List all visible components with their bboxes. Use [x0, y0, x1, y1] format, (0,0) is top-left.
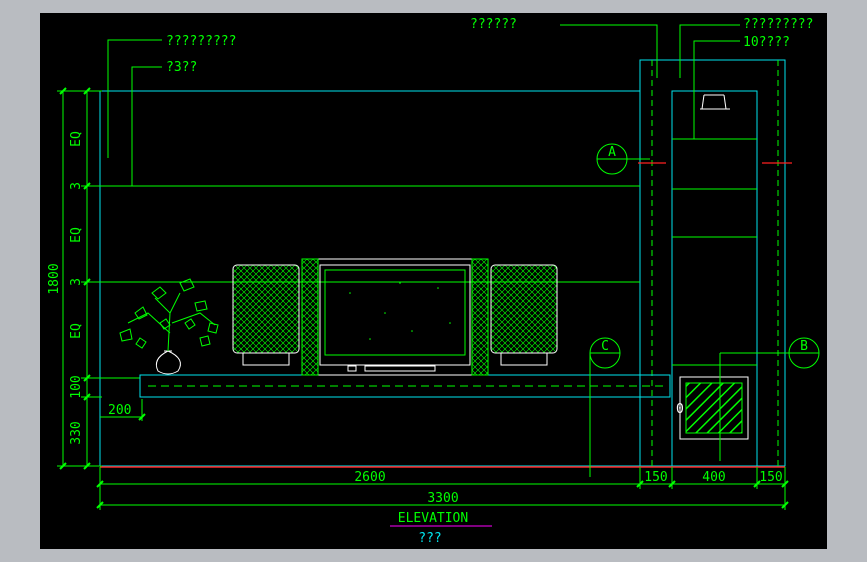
dim-200: 200: [108, 403, 131, 418]
vertical-dimension-texts: EQ 3 EQ 3 EQ 100 330 1800: [47, 131, 84, 445]
dim-eq-bottom: EQ: [69, 323, 84, 339]
leader-lines: [107, 24, 740, 186]
drawing-subtitle: ???: [418, 531, 441, 546]
dim-150-right: 150: [759, 470, 782, 485]
dim-eq-top: EQ: [69, 131, 84, 147]
cabinet-hatched-box: [679, 376, 749, 440]
potted-plant-icon: [119, 278, 219, 375]
dim-3-lower: 3: [69, 278, 84, 286]
elevation-drawing: A B C 0 ????????? ?3?? ?????? ????????? …: [47, 17, 820, 546]
label-top-right-1: ??????: [470, 17, 517, 32]
section-b-label: B: [800, 339, 808, 354]
label-top-left-1: ?????????: [166, 34, 236, 49]
dim-1800: 1800: [47, 263, 62, 294]
dim-400: 400: [702, 470, 725, 485]
label-top-right-3: 10????: [743, 35, 790, 50]
drawing-title: ELEVATION: [398, 511, 468, 526]
dim-2600: 2600: [354, 470, 385, 485]
section-c-label: C: [601, 339, 609, 354]
dim-150-left: 150: [644, 470, 667, 485]
dim-eq-middle: EQ: [69, 227, 84, 243]
dim-100: 100: [69, 375, 84, 398]
vertical-dimension-lines: [57, 87, 102, 470]
small-zero-label: 0: [676, 402, 684, 417]
dim-330: 330: [69, 421, 84, 444]
horizontal-dimension-texts: 2600 3300 150 400 150: [354, 470, 782, 506]
cabinet-shelves: [672, 138, 757, 366]
television: [301, 258, 489, 376]
wall-outline: [99, 59, 786, 467]
label-top-left-2: ?3??: [166, 60, 197, 75]
speaker-right: [490, 264, 558, 366]
section-a-label: A: [608, 145, 616, 160]
cad-canvas: A B C 0 ????????? ?3?? ?????? ????????? …: [40, 13, 827, 549]
label-top-right-2: ?????????: [743, 17, 813, 32]
horizontal-dimension-lines: [96, 467, 789, 510]
dim-3-upper: 3: [69, 182, 84, 190]
dim-3300: 3300: [427, 491, 458, 506]
section-marker-b: B: [719, 337, 820, 461]
section-marker-c: C: [589, 337, 621, 477]
lamp-icon: [700, 94, 730, 110]
section-marker-a: A: [596, 143, 650, 175]
wall-shelves: [100, 185, 640, 379]
dim-200-lines: [100, 399, 146, 421]
speaker-left: [232, 264, 300, 366]
cabinet-dashed-lines: [651, 60, 779, 466]
